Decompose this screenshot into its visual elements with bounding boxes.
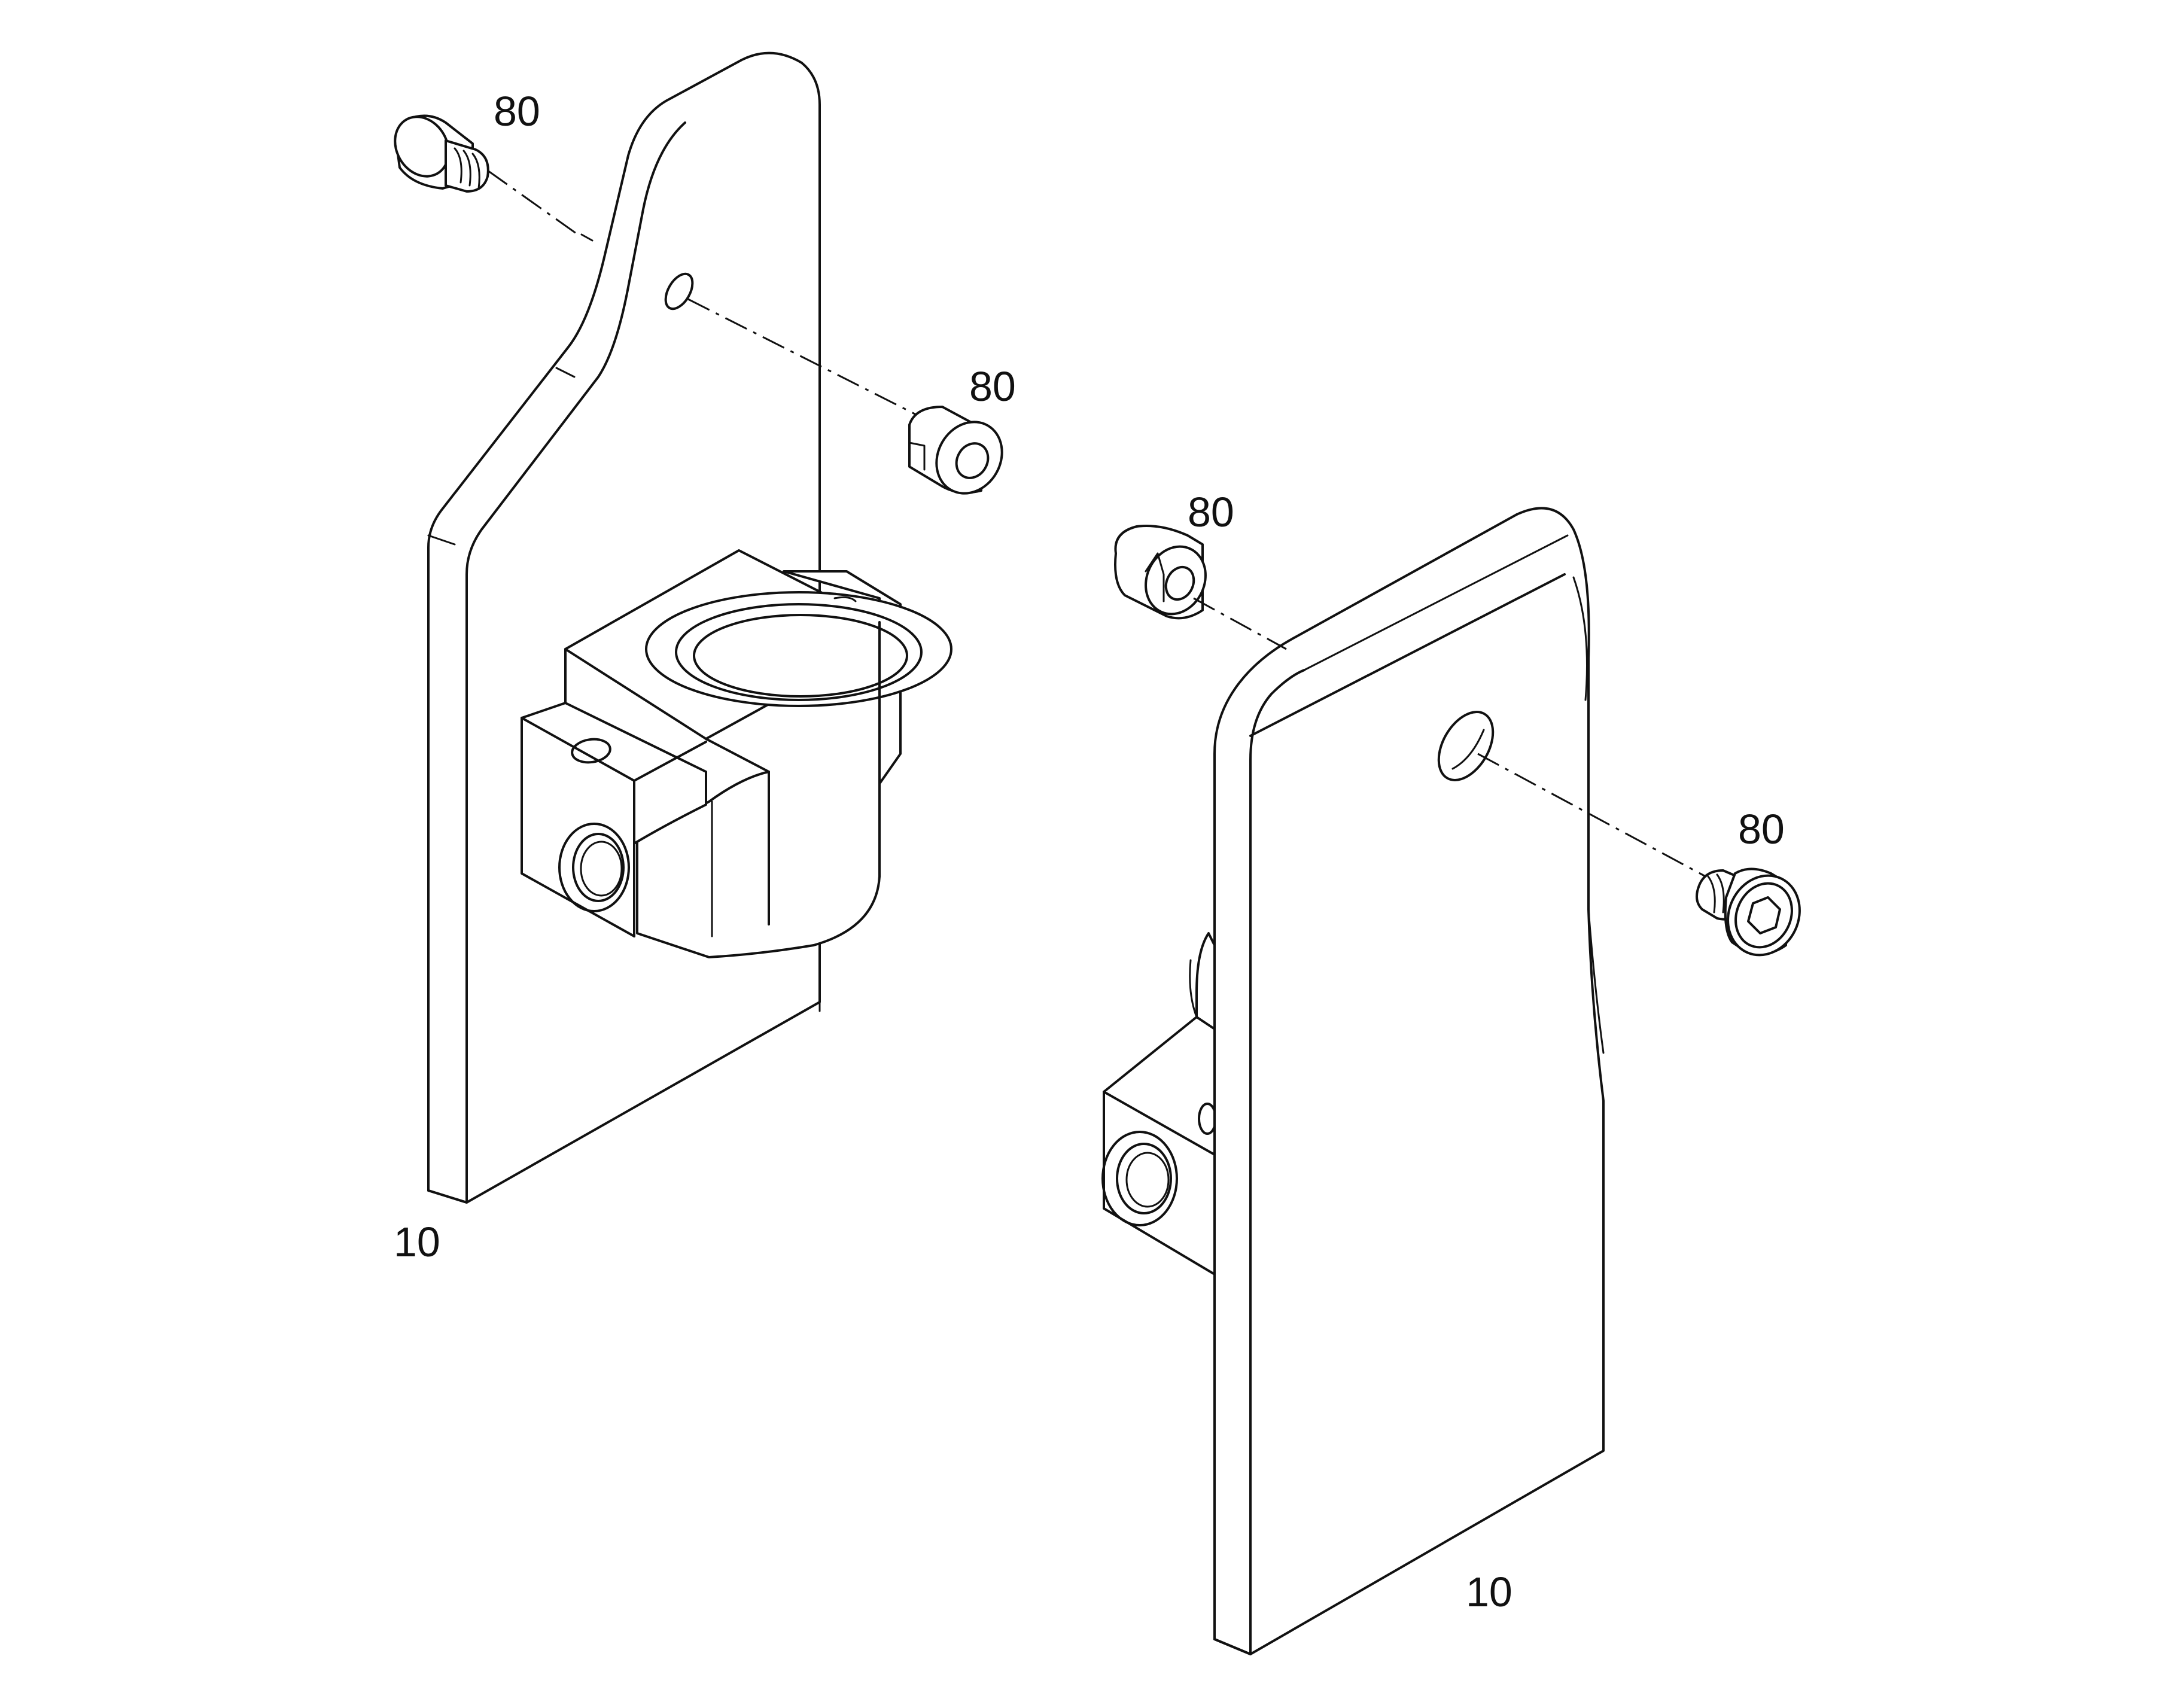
callout-left-nut: 80 <box>969 363 1016 410</box>
right-screw-axis-line <box>1477 753 1712 881</box>
left-top-screw <box>394 114 489 193</box>
callout-right-plate: 10 <box>1466 1569 1512 1615</box>
left-top-axis-line <box>487 169 581 238</box>
right-plate-assembly <box>1101 507 1801 1655</box>
right-screw <box>1696 867 1801 957</box>
callout-right-nut: 80 <box>1188 489 1234 535</box>
callout-right-screw: 80 <box>1738 806 1785 853</box>
left-nut-axis-line <box>687 298 925 420</box>
callout-left-top-screw: 80 <box>494 88 540 135</box>
right-plate <box>1213 507 1605 1655</box>
right-nut <box>1114 525 1207 620</box>
right-clamp-block <box>1101 932 1217 1275</box>
callout-left-plate: 10 <box>394 1219 440 1265</box>
left-clamp-block <box>521 549 952 958</box>
left-plate-assembly <box>394 51 1003 1204</box>
left-nut <box>908 406 1003 495</box>
right-nut-axis-line <box>1193 597 1287 650</box>
